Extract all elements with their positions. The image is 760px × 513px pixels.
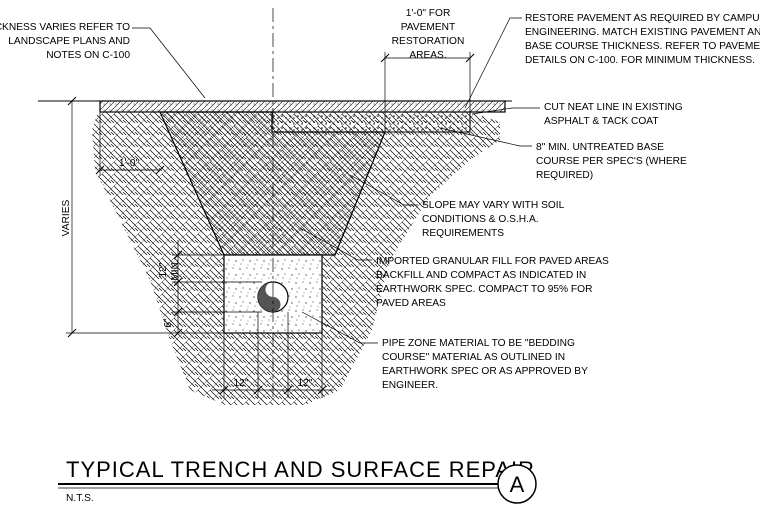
detail-title: TYPICAL TRENCH AND SURFACE REPAIR xyxy=(66,457,535,482)
svg-text:BASE COURSE THICKNESS. REFER T: BASE COURSE THICKNESS. REFER TO PAVEMENT xyxy=(525,41,760,52)
detail-bubble xyxy=(497,464,537,504)
svg-text:ENGINEER.: ENGINEER. xyxy=(382,380,438,391)
left-clear-label: 12" xyxy=(234,378,249,389)
svg-text:8" MIN. UNTREATED BASE: 8" MIN. UNTREATED BASE xyxy=(536,142,664,153)
varies-label: VARIES xyxy=(61,199,72,236)
svg-text:CUT NEAT LINE IN EXISTING: CUT NEAT LINE IN EXISTING xyxy=(544,102,683,113)
detail-id: A xyxy=(510,472,525,497)
note-pipe-zone: PIPE ZONE MATERIAL TO BE "BEDDING COURSE… xyxy=(382,338,588,391)
svg-text:ASPHALT & TACK COAT: ASPHALT & TACK COAT xyxy=(544,116,659,127)
svg-text:ENGINEERING. MATCH EXISTING P: ENGINEERING. MATCH EXISTING PAVEMENT AND xyxy=(525,27,760,38)
svg-text:DETAILS ON C-100. FOR MINIMUM: DETAILS ON C-100. FOR MINIMUM THICKNESS. xyxy=(525,55,755,66)
bedding-label: 6" xyxy=(163,318,174,328)
right-clear-label: 12" xyxy=(298,378,313,389)
svg-text:RESTORATION: RESTORATION xyxy=(392,36,465,47)
offset-label: 1'-0" xyxy=(119,158,140,169)
svg-text:SLOPE MAY VARY WITH SOIL: SLOPE MAY VARY WITH SOIL xyxy=(422,200,565,211)
svg-text:IMPORTED GRANULAR FILL FOR PAV: IMPORTED GRANULAR FILL FOR PAVED AREAS xyxy=(376,256,609,267)
svg-text:THICKNESS VARIES REFER TO: THICKNESS VARIES REFER TO xyxy=(0,22,130,33)
dimension-cover: 12" MIN. 6" xyxy=(158,240,262,338)
dimension-pavement xyxy=(380,52,475,132)
svg-text:RESTORE PAVEMENT AS REQUIRED B: RESTORE PAVEMENT AS REQUIRED BY CAMPUS xyxy=(525,13,760,24)
svg-text:REQUIREMENTS: REQUIREMENTS xyxy=(422,228,504,239)
svg-text:1'-0" FOR: 1'-0" FOR xyxy=(406,8,451,19)
scale-label: N.T.S. xyxy=(66,493,94,504)
min-label: MIN. xyxy=(170,259,181,281)
svg-text:EARTHWORK SPEC. COMPACT TO 95%: EARTHWORK SPEC. COMPACT TO 95% FOR xyxy=(376,284,592,295)
svg-text:REQUIRED): REQUIRED) xyxy=(536,170,593,181)
base-course xyxy=(271,111,471,133)
dimension-clearance: 12" 12" xyxy=(212,312,334,398)
existing-pavement xyxy=(38,100,512,113)
svg-text:BACKFILL AND COMPACT AS INDICA: BACKFILL AND COMPACT AS INDICATED IN xyxy=(376,270,586,281)
svg-text:PAVEMENT: PAVEMENT xyxy=(401,22,456,33)
note-thickness: THICKNESS VARIES REFER TO LANDSCAPE PLAN… xyxy=(0,22,130,61)
dimension-offset: 1'-0" xyxy=(95,112,165,176)
svg-text:COURSE PER SPEC'S (WHERE: COURSE PER SPEC'S (WHERE xyxy=(536,156,687,167)
svg-text:EARTHWORK SPEC OR AS APPROVED: EARTHWORK SPEC OR AS APPROVED BY xyxy=(382,366,588,377)
note-restore: RESTORE PAVEMENT AS REQUIRED BY CAMPUS E… xyxy=(525,13,760,66)
note-cut-line: CUT NEAT LINE IN EXISTING ASPHALT & TACK… xyxy=(544,102,683,127)
note-slope: SLOPE MAY VARY WITH SOIL CONDITIONS & O.… xyxy=(422,200,565,239)
title-block: TYPICAL TRENCH AND SURFACE REPAIR N.T.S.… xyxy=(58,457,537,504)
svg-text:CONDITIONS & O.S.H.A.: CONDITIONS & O.S.H.A. xyxy=(422,214,539,225)
cover-label: 12" xyxy=(158,262,169,277)
svg-text:LANDSCAPE PLANS AND: LANDSCAPE PLANS AND xyxy=(8,36,130,47)
note-pavement-width: 1'-0" FOR PAVEMENT RESTORATION AREAS. xyxy=(392,8,465,61)
note-base-course: 8" MIN. UNTREATED BASE COURSE PER SPEC'S… xyxy=(536,142,687,181)
svg-text:AREAS.: AREAS. xyxy=(409,50,446,61)
svg-text:PIPE ZONE MATERIAL TO BE "BEDD: PIPE ZONE MATERIAL TO BE "BEDDING xyxy=(382,338,575,349)
svg-text:COURSE" MATERIAL AS OUTLINED I: COURSE" MATERIAL AS OUTLINED IN xyxy=(382,352,565,363)
dimension-varies: VARIES xyxy=(61,96,224,338)
leader-lines xyxy=(132,17,540,344)
svg-text:PAVED AREAS: PAVED AREAS xyxy=(376,298,446,309)
svg-text:NOTES ON C-100: NOTES ON C-100 xyxy=(46,50,130,61)
note-fill: IMPORTED GRANULAR FILL FOR PAVED AREAS B… xyxy=(376,256,609,309)
